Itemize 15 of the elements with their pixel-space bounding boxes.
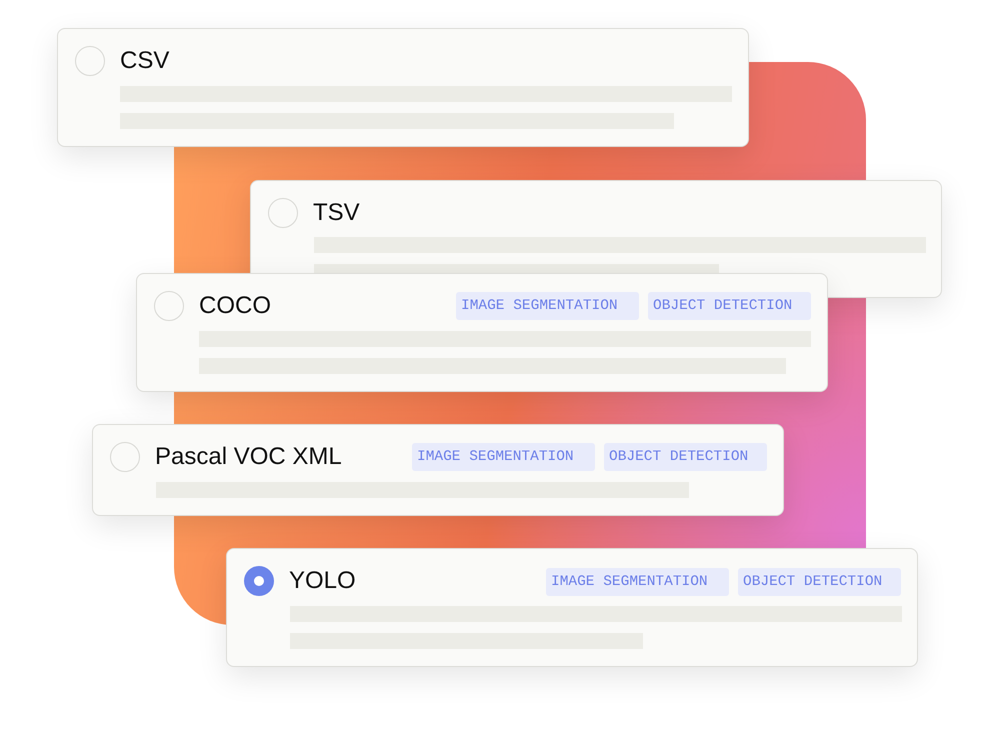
format-card (226, 548, 918, 667)
format-title: Pascal VOC XML (155, 442, 342, 472)
format-title: CSV (120, 46, 170, 76)
format-card (57, 28, 749, 147)
format-title: COCO (199, 291, 271, 321)
task-tag: OBJECT DETECTION (604, 443, 767, 471)
format-title: TSV (313, 198, 360, 228)
format-title: YOLO (289, 566, 356, 596)
task-tag: OBJECT DETECTION (738, 568, 901, 596)
task-tag: IMAGE SEGMENTATION (546, 568, 729, 596)
task-tag: IMAGE SEGMENTATION (456, 292, 639, 320)
format-card (136, 273, 828, 392)
format-card (92, 424, 784, 516)
task-tag: OBJECT DETECTION (648, 292, 811, 320)
task-tag: IMAGE SEGMENTATION (412, 443, 595, 471)
